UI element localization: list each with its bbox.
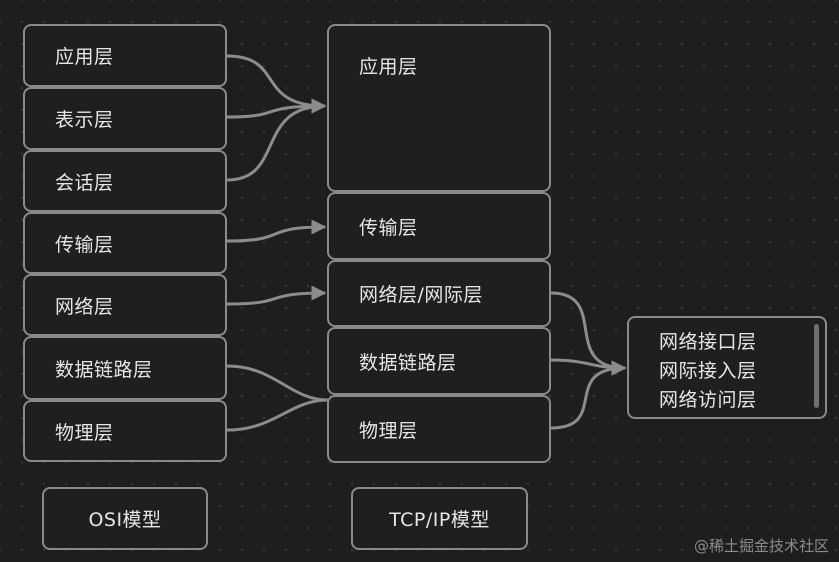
- legend-line: 网络接口层: [659, 331, 757, 353]
- tcp-layer-application: 应用层: [327, 24, 551, 192]
- tcp-layer-label: 数据链路层: [359, 351, 457, 374]
- osi-layer-application: 应用层: [23, 24, 227, 87]
- arrow-tcp-physical-to-legend: [550, 360, 627, 430]
- osi-layer-label: 会话层: [55, 171, 114, 194]
- tcpip-model-title-text: TCP/IP模型: [389, 509, 490, 531]
- tcpip-model-title: TCP/IP模型: [351, 487, 528, 550]
- arrow-osi-session-to-tcp-application: [226, 98, 327, 182]
- tcp-layer-network: 网络层/网际层: [327, 260, 551, 327]
- arrow-osi-presentation-to-tcp-application: [226, 98, 327, 119]
- osi-layer-datalink: 数据链路层: [23, 336, 227, 400]
- network-interface-layer-box: 网络接口层 网际接入层 网络访问层: [627, 316, 827, 419]
- legend-line: 网络访问层: [659, 389, 757, 411]
- arrow-tcp-datalink-to-legend: [550, 358, 627, 376]
- osi-layer-label: 应用层: [55, 46, 114, 68]
- watermark: @稀土掘金技术社区: [693, 537, 829, 555]
- osi-model-title-text: OSI模型: [88, 509, 162, 531]
- tcp-layer-physical: 物理层: [327, 395, 551, 463]
- osi-layer-network: 网络层: [23, 274, 227, 336]
- tcp-layer-label: 网络层/网际层: [359, 284, 483, 306]
- osi-layer-session: 会话层: [23, 150, 227, 212]
- osi-layer-transport: 传输层: [23, 212, 227, 274]
- tcp-layer-transport: 传输层: [327, 192, 551, 260]
- arrow-osi-application-to-tcp-application: [226, 54, 327, 114]
- arrow-tcp-network-to-legend: [550, 291, 627, 376]
- osi-layer-label: 传输层: [55, 233, 114, 256]
- tcp-layer-label: 应用层: [359, 56, 418, 78]
- tcp-layer-datalink: 数据链路层: [327, 327, 551, 395]
- arrow-osi-datalink-to-tcp: [226, 364, 329, 402]
- arrow-osi-network-to-tcp-network: [226, 285, 327, 306]
- osi-layer-physical: 物理层: [23, 400, 227, 462]
- osi-layer-label: 数据链路层: [55, 358, 153, 381]
- osi-model-title: OSI模型: [42, 487, 208, 550]
- arrow-osi-physical-to-tcp: [226, 398, 329, 432]
- arrow-osi-transport-to-tcp-transport: [226, 219, 327, 243]
- osi-layer-label: 表示层: [55, 109, 114, 131]
- osi-layer-label: 网络层: [55, 295, 114, 318]
- legend-line: 网际接入层: [659, 360, 757, 382]
- osi-layer-label: 物理层: [55, 421, 114, 444]
- osi-layer-presentation: 表示层: [23, 87, 227, 150]
- tcp-layer-label: 传输层: [359, 216, 418, 239]
- tcp-layer-label: 物理层: [359, 419, 418, 442]
- scrollbar[interactable]: [814, 324, 819, 408]
